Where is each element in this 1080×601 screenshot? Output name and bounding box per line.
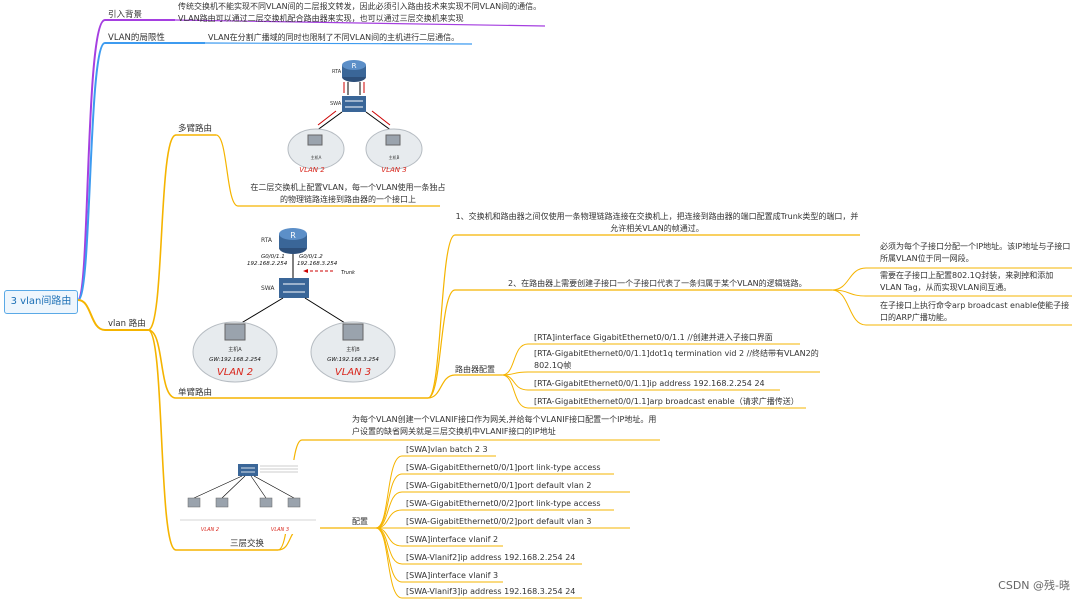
topic-background[interactable]: 引入背景 — [108, 10, 143, 20]
root-topic[interactable]: 3 vlan间路由 — [4, 290, 78, 314]
l3-config-line-8: [SWA]interface vlanif 3 — [406, 571, 499, 580]
one-arm-ip1: 192.168.2.254 — [247, 261, 288, 267]
router-config-line-2: [RTA-GigabitEthernet0/0/1.1]dot1q termin… — [534, 349, 819, 370]
l3-vlan3: VLAN 3 — [271, 527, 289, 533]
l3-config-line-9: [SWA-Vlanif3]ip address 192.168.3.254 24 — [406, 587, 576, 596]
svg-text:R: R — [352, 62, 357, 70]
one-arm-vlan2: VLAN 2 — [217, 367, 253, 378]
multi-arm-host-b: 主机B — [389, 154, 400, 160]
l3-config-line-5: [SWA-GigabitEthernet0/0/2]port default v… — [406, 517, 592, 526]
l3-config-line-4: [SWA-GigabitEthernet0/0/2]port link-type… — [406, 499, 601, 508]
sub-note-2: 需要在子接口上配置802.1Q封装，来剥掉和添加VLAN Tag，从而实现VLA… — [880, 271, 1054, 292]
topic-multi-arm-routing[interactable]: 多臂路由 — [178, 124, 213, 134]
multi-arm-caption: 在二层交换机上配置VLAN，每一个VLAN使用一条独占的物理链路连接到路由器的一… — [250, 183, 446, 204]
router-config-label[interactable]: 路由器配置 — [455, 365, 495, 374]
one-arm-if2: G0/0/1.2 — [299, 254, 323, 260]
one-arm-host-b: 主机B — [346, 346, 360, 353]
l3-intro: 为每个VLAN创建一个VLANIF接口作为网关,并给每个VLANIF接口配置一个… — [352, 415, 657, 436]
one-arm-gw-a: GW:192.168.2.254 — [209, 357, 261, 363]
one-arm-diagram: R RTA G0/0/1.1 G0/0/1.2 192.168.2.254 19… — [175, 220, 425, 388]
multi-arm-switch-label: SWA — [330, 101, 342, 107]
watermark: CSDN @残-晓 — [998, 579, 1070, 592]
topic-one-arm-routing[interactable]: 单臂路由 — [178, 388, 213, 398]
l3-config-line-3: [SWA-GigabitEthernet0/0/1]port default v… — [406, 481, 592, 490]
one-arm-gw-b: GW:192.168.3.254 — [327, 357, 379, 363]
background-note: 传统交换机不能实现不同VLAN间的二层报文转发，因此必须引入路由技术来实现不同V… — [178, 2, 542, 23]
one-arm-switch-label: SWA — [261, 285, 275, 292]
one-arm-router-label: RTA — [261, 237, 273, 244]
topic-l3-switch[interactable]: 三层交换 — [230, 539, 265, 549]
router-config-line-4: [RTA-GigabitEthernet0/0/1.1]arp broadcas… — [534, 397, 799, 406]
router-config-line-1: [RTA]interface GigabitEthernet0/0/1.1 //… — [534, 333, 773, 342]
limitation-note: VLAN在分割广播域的同时也限制了不同VLAN间的主机进行二层通信。 — [208, 33, 460, 42]
svg-text:R: R — [290, 231, 296, 240]
multi-arm-diagram: R RTA SWA 主机A 主机B VLAN 2 VLAN 3 — [246, 51, 466, 175]
l3-config-line-2: [SWA-GigabitEthernet0/0/1]port link-type… — [406, 463, 601, 472]
one-arm-host-a: 主机A — [228, 346, 242, 353]
l3-vlan2: VLAN 2 — [201, 527, 219, 533]
l3-switch-diagram: VLAN 2 VLAN 3 — [176, 460, 320, 534]
l3-config-label[interactable]: 配置 — [352, 517, 368, 526]
multi-arm-router-label: RTA — [332, 69, 342, 75]
sub-note-3: 在子接口上执行命令arp broadcast enable使能子接口的ARP广播… — [880, 301, 1070, 322]
topic-vlan-routing[interactable]: vlan 路由 — [108, 319, 146, 329]
one-arm-if1: G0/0/1.1 — [261, 254, 285, 260]
l3-config-line-6: [SWA]interface vlanif 2 — [406, 535, 499, 544]
router-config-line-3: [RTA-GigabitEthernet0/0/1.1]ip address 1… — [534, 379, 765, 388]
one-arm-point1: 1、交换机和路由器之间仅使用一条物理链路连接在交换机上，把连接到路由器的端口配置… — [455, 212, 859, 233]
multi-arm-host-a: 主机A — [311, 154, 322, 160]
one-arm-ip2: 192.168.3.254 — [297, 261, 338, 267]
multi-arm-vlan3: VLAN 3 — [381, 166, 406, 174]
one-arm-point2: 2、在路由器上需要创建子接口一个子接口代表了一条归属于某个VLAN的逻辑链路。 — [508, 279, 807, 288]
topic-limitation[interactable]: VLAN的局限性 — [108, 33, 165, 43]
one-arm-trunk: Trunk — [341, 270, 356, 276]
one-arm-vlan3: VLAN 3 — [335, 367, 371, 378]
l3-config-line-7: [SWA-Vlanif2]ip address 192.168.2.254 24 — [406, 553, 576, 562]
l3-config-line-1: [SWA]vlan batch 2 3 — [406, 445, 488, 454]
sub-note-1: 必须为每个子接口分配一个IP地址。该IP地址与子接口所属VLAN位于同一网段。 — [880, 242, 1071, 263]
multi-arm-vlan2: VLAN 2 — [299, 166, 325, 174]
